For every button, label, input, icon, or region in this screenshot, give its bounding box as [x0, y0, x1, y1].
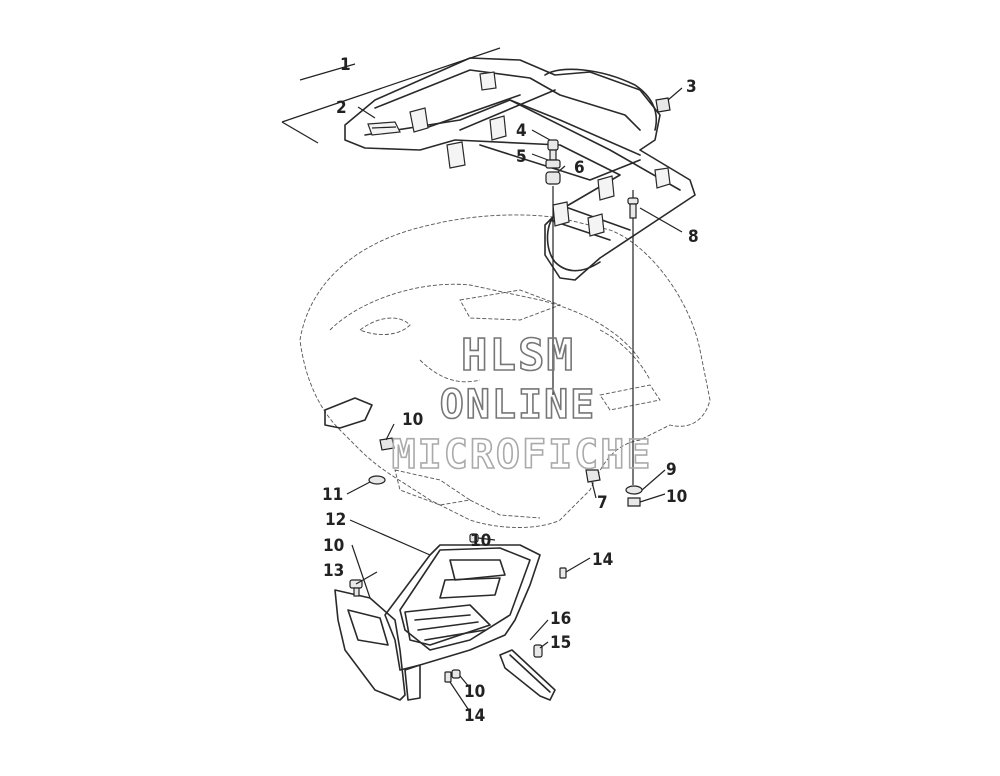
rack-screw-stack [545, 139, 561, 185]
callout-10-footwell-left: 10 [323, 536, 344, 556]
side-bracket [499, 644, 556, 701]
callout-10-left: 10 [402, 410, 423, 430]
callout-7: 7 [597, 493, 608, 513]
callout-8: 8 [688, 227, 699, 247]
callout-10-footwell-bottom: 10 [464, 682, 485, 702]
callout-15: 15 [550, 633, 571, 653]
watermark-line-3: MICROFICHE [392, 432, 653, 478]
callout-2: 2 [336, 98, 347, 118]
left-hardware [368, 437, 395, 485]
callout-13: 13 [323, 561, 344, 581]
callout-5: 5 [516, 147, 527, 167]
callout-1: 1 [340, 55, 351, 75]
right-hardware [585, 469, 643, 507]
callout-labels: 1 2 3 4 5 6 7 8 9 10 10 10 10 10 11 12 1… [322, 55, 699, 726]
rack-bolt [627, 197, 639, 219]
callout-14-bottom: 14 [464, 706, 485, 726]
footwell-screws [444, 533, 567, 683]
watermark-line-2: ONLINE [440, 382, 597, 428]
rack-decal [367, 121, 401, 136]
callout-10-footwell-top: 10 [470, 531, 491, 551]
callout-9: 9 [666, 460, 677, 480]
callout-6: 6 [574, 158, 585, 178]
watermark-line-1: HLSM [461, 330, 575, 381]
assembly-lines [552, 186, 634, 485]
callout-10-right: 10 [666, 487, 687, 507]
callout-3: 3 [686, 77, 697, 97]
watermark: HLSM ONLINE MICROFICHE [391, 329, 653, 479]
callout-4: 4 [516, 121, 527, 141]
callout-14-right: 14 [592, 550, 613, 570]
callout-12: 12 [325, 510, 346, 530]
callout-11: 11 [322, 485, 343, 505]
leader-lines [281, 47, 683, 713]
callout-16: 16 [550, 609, 571, 629]
end-cap [655, 97, 671, 113]
footwell [334, 544, 541, 701]
rack-assembly [344, 57, 696, 281]
